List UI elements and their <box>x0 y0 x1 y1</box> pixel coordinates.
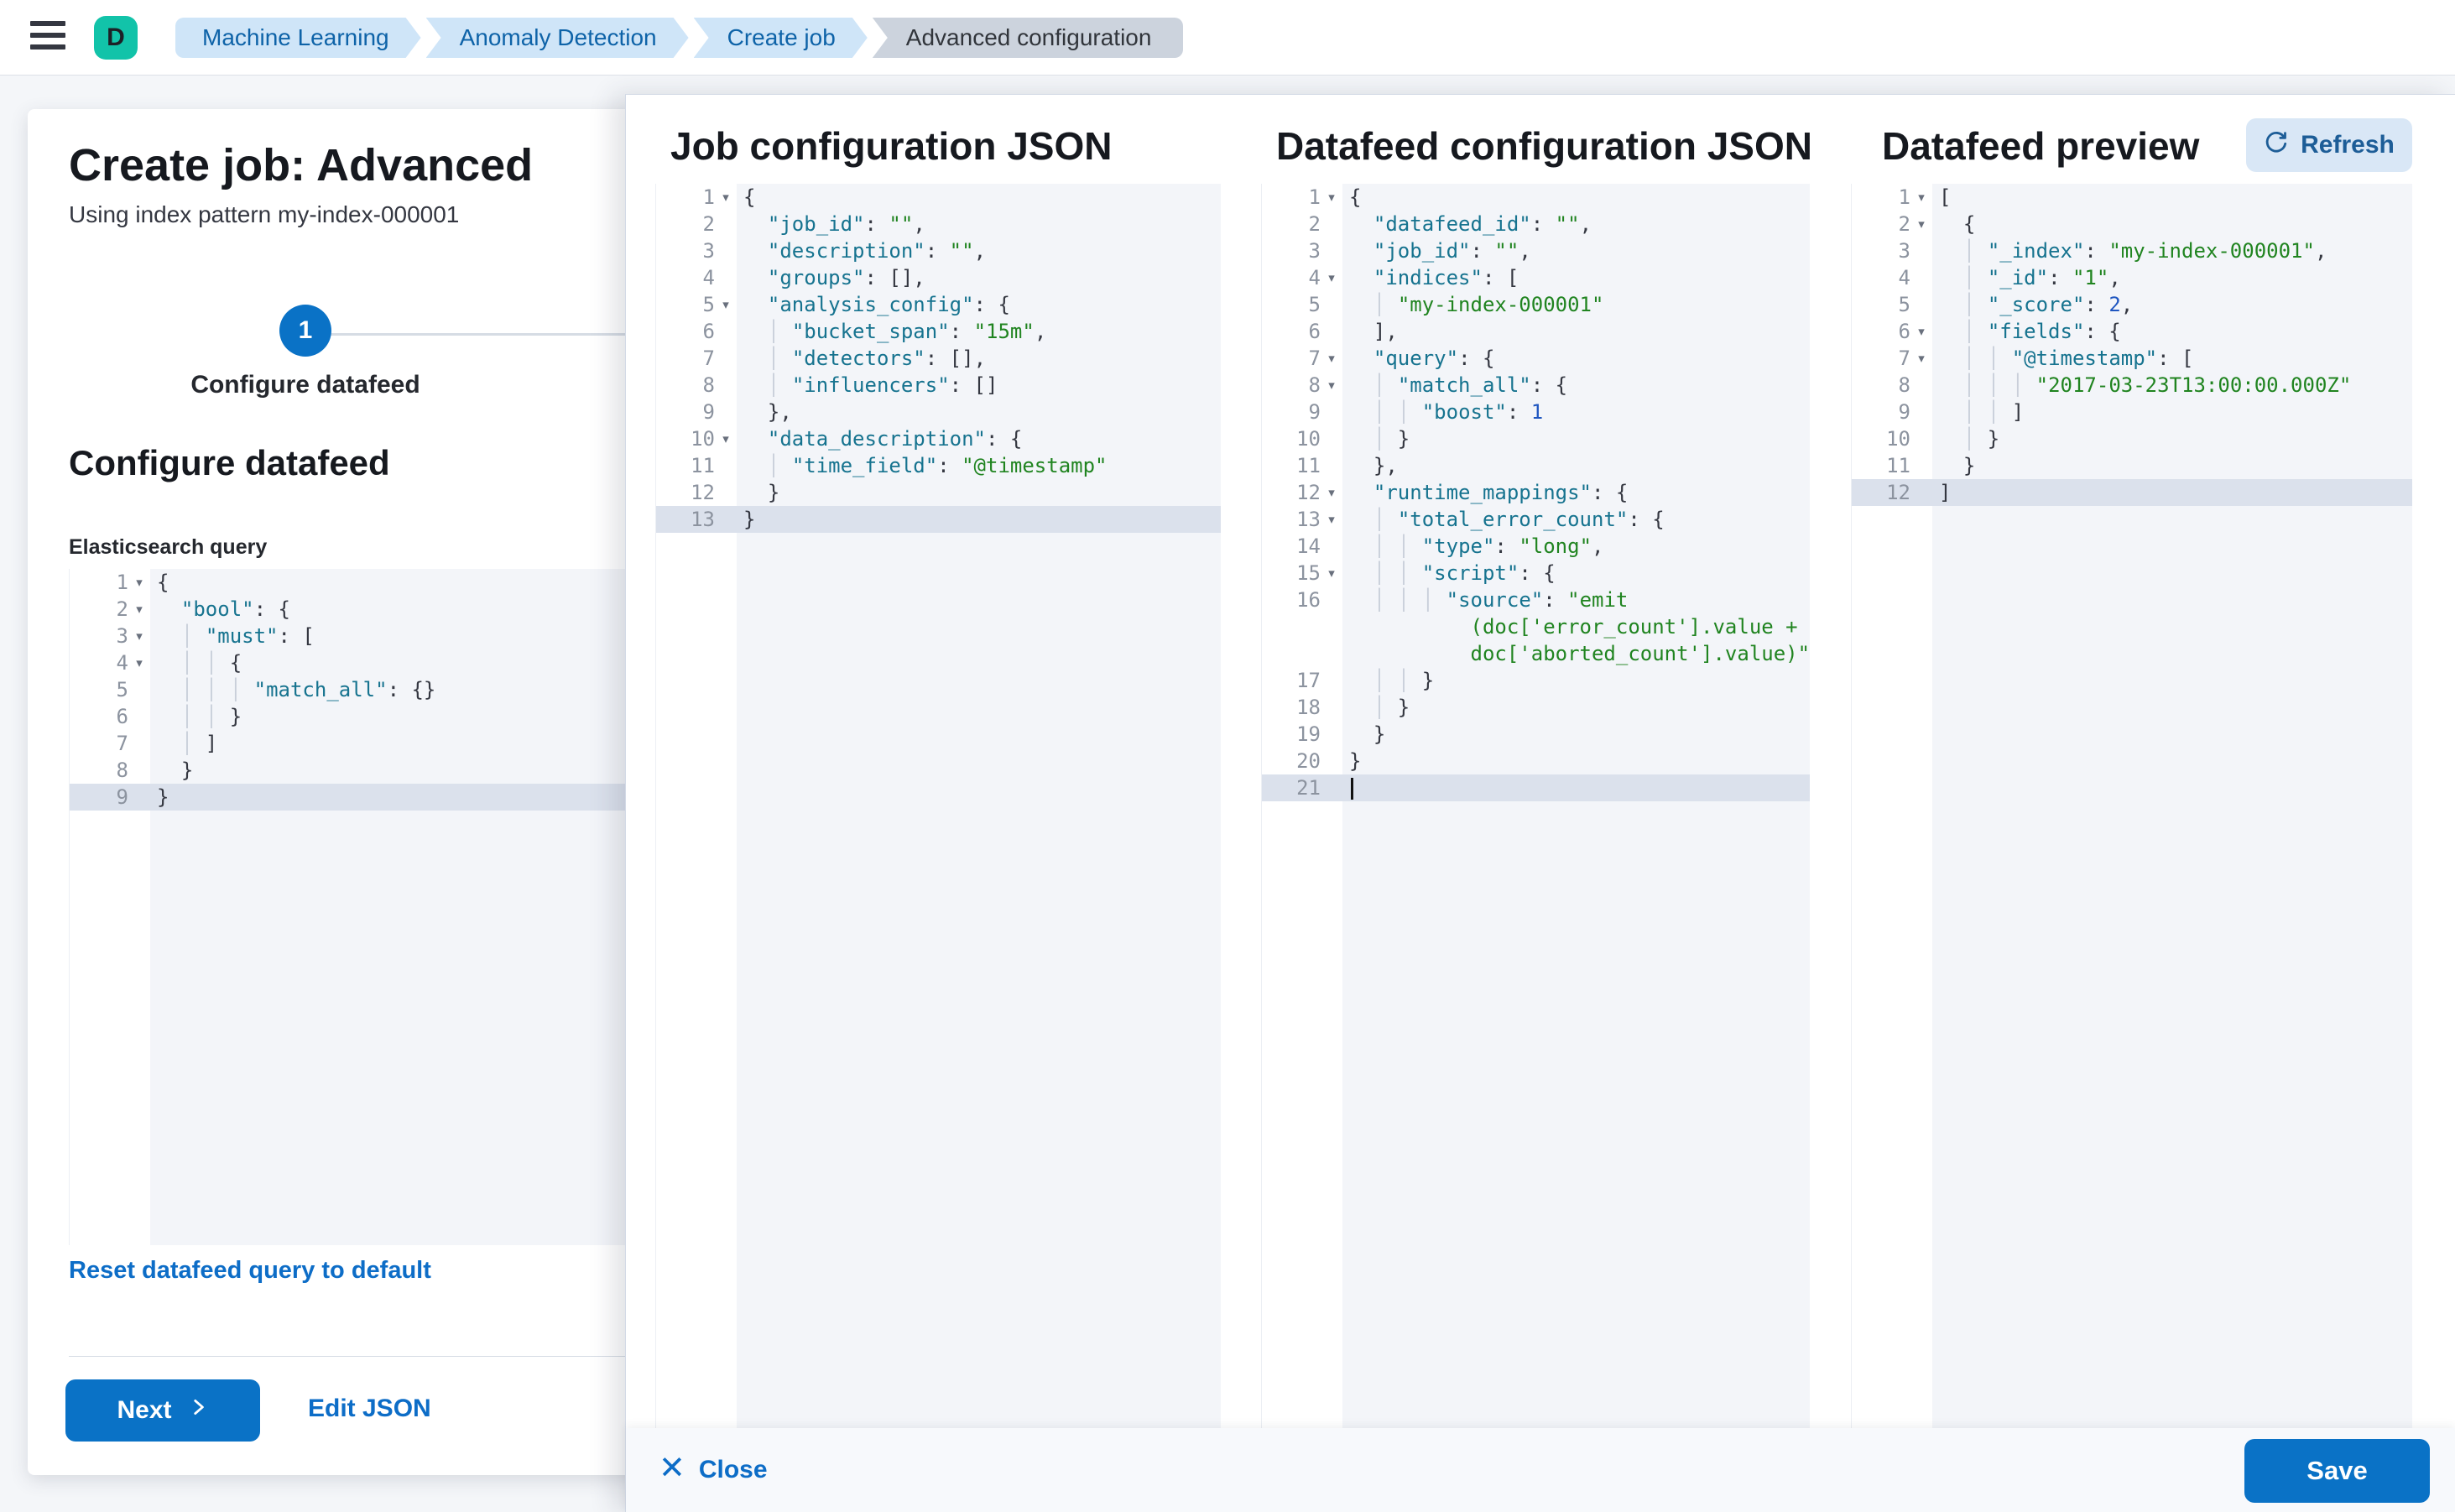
code-line: 3▾ │ "must": [ <box>70 623 638 649</box>
step-1-indicator[interactable]: 1 <box>279 305 331 357</box>
top-navigation-bar: D Machine Learning Anomaly Detection Cre… <box>0 0 2455 76</box>
code-line: 9} <box>70 784 638 811</box>
refresh-button-label: Refresh <box>2301 131 2395 159</box>
page-title: Create job: Advanced <box>69 140 534 190</box>
code-line: 14 │ │ "type": "long", <box>1262 533 1810 560</box>
code-line: 1▾{ <box>1262 184 1810 211</box>
code-line: 9 │ │ "boost": 1 <box>1262 399 1810 425</box>
datafeed-config-heading: Datafeed configuration JSON <box>1276 124 1812 168</box>
edit-json-link[interactable]: Edit JSON <box>308 1395 431 1422</box>
code-line: 5▾ "analysis_config": { <box>656 291 1221 318</box>
code-line: 7▾ "query": { <box>1262 345 1810 372</box>
section-heading: Configure datafeed <box>69 443 390 482</box>
code-line: 20} <box>1262 748 1810 774</box>
next-button[interactable]: Next <box>65 1379 260 1442</box>
step-1-label: Configure datafeed <box>190 371 420 399</box>
breadcrumb-create-job[interactable]: Create job <box>694 18 868 58</box>
code-line: 6 │ │ } <box>70 703 638 730</box>
code-line: 21 <box>1262 774 1810 801</box>
code-line: 10 │ } <box>1852 425 2412 452</box>
code-line: 3 "job_id": "", <box>1262 237 1810 264</box>
next-button-label: Next <box>117 1396 172 1424</box>
code-line: 2 "datafeed_id": "", <box>1262 211 1810 237</box>
code-line: 6▾ │ "fields": { <box>1852 318 2412 345</box>
code-line: 4▾ │ │ { <box>70 649 638 676</box>
code-line: 5 │ │ │ "match_all": {} <box>70 676 638 703</box>
code-line: 15▾ │ │ "script": { <box>1262 560 1810 587</box>
divider <box>69 1356 638 1357</box>
code-line: 4▾ "indices": [ <box>1262 264 1810 291</box>
code-line: 5 │ "my-index-000001" <box>1262 291 1810 318</box>
refresh-button[interactable]: Refresh <box>2246 118 2412 172</box>
code-line: 3 │ "_index": "my-index-000001", <box>1852 237 2412 264</box>
code-line: 8 } <box>70 757 638 784</box>
code-line: 4 "groups": [], <box>656 264 1221 291</box>
code-line: 2▾ "bool": { <box>70 596 638 623</box>
code-line: 8▾ │ "match_all": { <box>1262 372 1810 399</box>
datafeed-preview-heading: Datafeed preview <box>1882 124 2200 168</box>
code-line: 11 │ "time_field": "@timestamp" <box>656 452 1221 479</box>
code-line: 7 │ ] <box>70 730 638 757</box>
code-line: 2▾ { <box>1852 211 2412 237</box>
code-line: 17 │ │ } <box>1262 667 1810 694</box>
datafeed-preview-editor[interactable]: 1▾[2▾ {3 │ "_index": "my-index-000001",4… <box>1851 184 2412 1429</box>
index-pattern-subtitle: Using index pattern my-index-000001 <box>69 201 460 227</box>
code-line: 13} <box>656 506 1221 533</box>
editor-empty-area <box>1262 801 1810 1429</box>
code-line: 12▾ "runtime_mappings": { <box>1262 479 1810 506</box>
step-progress-line <box>305 333 638 336</box>
code-line: 2 "job_id": "", <box>656 211 1221 237</box>
menu-hamburger-icon[interactable] <box>30 21 65 55</box>
reset-datafeed-query-link[interactable]: Reset datafeed query to default <box>69 1257 431 1284</box>
code-line: 4 │ "_id": "1", <box>1852 264 2412 291</box>
es-query-editor[interactable]: 1▾{2▾ "bool": {3▾ │ "must": [4▾ │ │ {5 │… <box>69 569 638 1245</box>
breadcrumb-advanced-configuration: Advanced configuration <box>872 18 1184 58</box>
refresh-icon <box>2264 129 2289 161</box>
code-line: doc['aborted_count'].value)" <box>1262 640 1810 667</box>
code-line: 9 │ │ ] <box>1852 399 2412 425</box>
breadcrumb: Machine Learning Anomaly Detection Creat… <box>175 18 1184 58</box>
editor-empty-area <box>1852 506 2412 1429</box>
code-line: 8 │ "influencers": [] <box>656 372 1221 399</box>
breadcrumb-machine-learning[interactable]: Machine Learning <box>175 18 421 58</box>
code-line: 7 │ "detectors": [], <box>656 345 1221 372</box>
code-line: 6 │ "bucket_span": "15m", <box>656 318 1221 345</box>
create-job-wizard-panel: Create job: Advanced Using index pattern… <box>28 109 638 1475</box>
code-line: 19 } <box>1262 721 1810 748</box>
editor-empty-area <box>656 533 1221 1429</box>
code-line: 12] <box>1852 479 2412 506</box>
elasticsearch-query-label: Elasticsearch query <box>69 535 268 559</box>
flyout-footer: ✕ Close Save <box>626 1428 2455 1512</box>
job-config-editor[interactable]: 1▾{2 "job_id": "",3 "description": "",4 … <box>655 184 1221 1429</box>
chevron-right-icon <box>187 1396 209 1425</box>
code-line: 16 │ │ │ "source": "emit <box>1262 587 1810 613</box>
edit-json-flyout: Job configuration JSON Datafeed configur… <box>625 94 2455 1512</box>
code-line: 1▾{ <box>70 569 638 596</box>
close-button-label: Close <box>698 1456 768 1483</box>
avatar[interactable]: D <box>94 16 138 60</box>
code-line: 9 }, <box>656 399 1221 425</box>
code-line: 10▾ "data_description": { <box>656 425 1221 452</box>
code-line: 1▾{ <box>656 184 1221 211</box>
code-line: 11 }, <box>1262 452 1810 479</box>
job-config-heading: Job configuration JSON <box>670 124 1113 168</box>
code-line: 1▾[ <box>1852 184 2412 211</box>
code-line: 13▾ │ "total_error_count": { <box>1262 506 1810 533</box>
code-line: 8 │ │ │ "2017-03-23T13:00:00.000Z" <box>1852 372 2412 399</box>
editor-empty-area <box>70 811 638 1245</box>
code-line: 7▾ │ │ "@timestamp": [ <box>1852 345 2412 372</box>
code-line: 3 "description": "", <box>656 237 1221 264</box>
code-line: (doc['error_count'].value + <box>1262 613 1810 640</box>
code-line: 12 } <box>656 479 1221 506</box>
datafeed-config-editor[interactable]: 1▾{2 "datafeed_id": "",3 "job_id": "",4▾… <box>1261 184 1810 1429</box>
code-line: 6 ], <box>1262 318 1810 345</box>
code-line: 5 │ "_score": 2, <box>1852 291 2412 318</box>
close-icon: ✕ <box>659 1451 685 1486</box>
save-button[interactable]: Save <box>2244 1439 2430 1503</box>
code-line: 11 } <box>1852 452 2412 479</box>
code-line: 18 │ } <box>1262 694 1810 721</box>
close-button[interactable]: ✕ Close <box>659 1428 768 1512</box>
breadcrumb-anomaly-detection[interactable]: Anomaly Detection <box>426 18 689 58</box>
code-line: 10 │ } <box>1262 425 1810 452</box>
